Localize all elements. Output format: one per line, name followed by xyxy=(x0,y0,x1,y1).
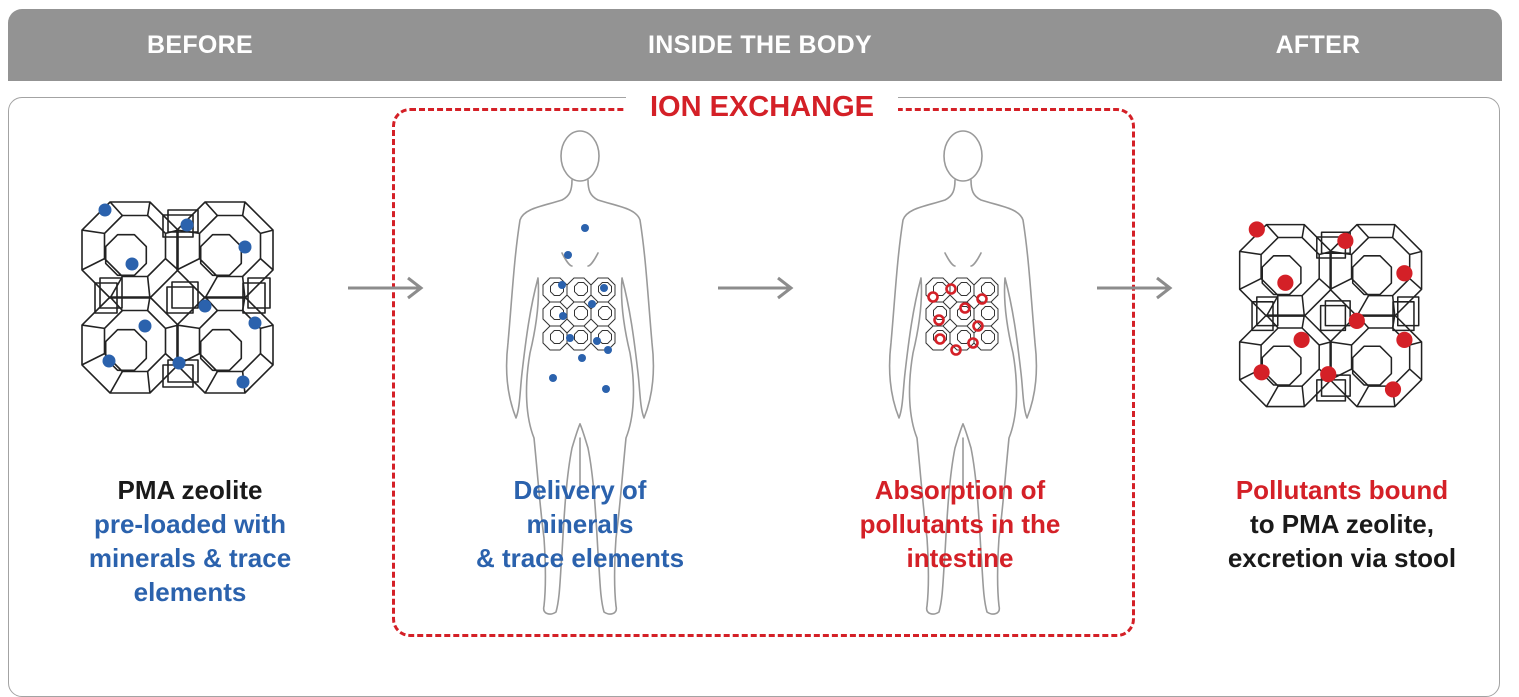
caption-delivery: Delivery of minerals & trace elements xyxy=(430,473,730,575)
caption-before-line4: elements xyxy=(133,577,247,607)
arrow-right-icon xyxy=(1097,276,1173,300)
caption-before: PMA zeolite pre-loaded with minerals & t… xyxy=(40,473,340,609)
caption-delivery-line2: minerals xyxy=(526,509,634,539)
caption-delivery-line1: Delivery of xyxy=(513,475,647,505)
caption-before-line2: pre-loaded with xyxy=(93,509,287,539)
arrow-right-icon xyxy=(718,276,794,300)
human-body-icon xyxy=(505,130,655,615)
caption-absorption-line3: intestine xyxy=(906,543,1014,573)
caption-after-line2: to PMA zeolite, xyxy=(1250,509,1434,539)
caption-absorption: Absorption of pollutants in the intestin… xyxy=(810,473,1110,575)
phase-before-label: BEFORE xyxy=(147,31,253,59)
caption-after: Pollutants bound to PMA zeolite, excreti… xyxy=(1192,473,1492,575)
arrow-right-icon xyxy=(348,276,424,300)
phase-after-label: AFTER xyxy=(1275,31,1361,59)
caption-absorption-line1: Absorption of xyxy=(874,475,1046,505)
caption-before-line1: PMA zeolite xyxy=(117,475,263,505)
phase-header-bar: BEFORE INSIDE THE BODY AFTER xyxy=(8,9,1502,81)
phase-inside-label: INSIDE THE BODY xyxy=(648,31,872,59)
zeolite-structure-icon xyxy=(1238,221,1423,408)
caption-after-line3: excretion via stool xyxy=(1227,543,1457,573)
caption-before-line3: minerals & trace xyxy=(88,543,292,573)
human-body-icon xyxy=(888,130,1038,615)
ion-exchange-title: ION EXCHANGE xyxy=(626,86,898,128)
caption-delivery-line3: & trace elements xyxy=(475,543,685,573)
caption-absorption-line2: pollutants in the xyxy=(859,509,1061,539)
caption-after-line1: Pollutants bound xyxy=(1235,475,1449,505)
zeolite-structure-icon xyxy=(81,201,274,394)
